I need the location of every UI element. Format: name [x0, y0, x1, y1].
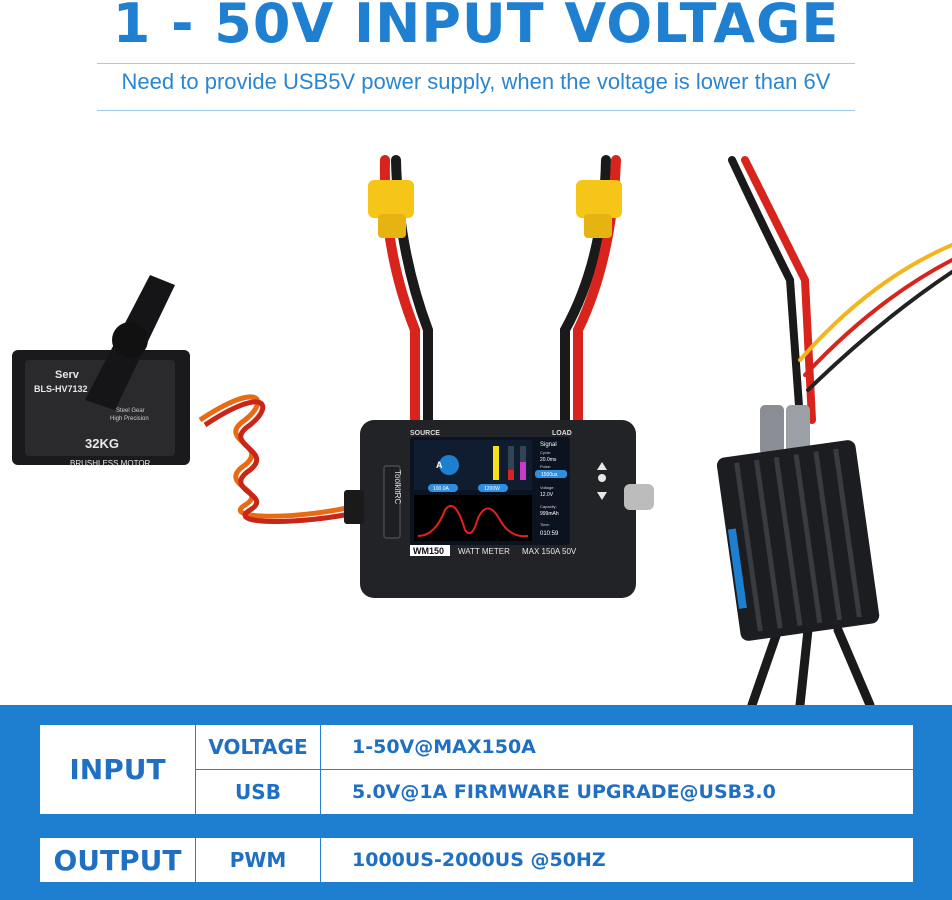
usb-key: USB: [235, 780, 281, 804]
spec-band: INPUT VOLTAGE 1-50V@MAX150A USB 5.0V@1A …: [0, 705, 952, 900]
page-title: 1 - 50V INPUT VOLTAGE: [112, 0, 840, 55]
esc-capacitors: [760, 405, 810, 455]
cycle-value: 20.0ms: [540, 457, 557, 463]
device-screen: [410, 437, 570, 545]
servo-wire: [198, 394, 361, 524]
esc-wires: [728, 156, 952, 705]
output-spec-table: OUTPUT PWM 1000US-2000US @50HZ: [40, 838, 913, 882]
esc-body: [716, 440, 880, 641]
servo-body: [12, 275, 190, 465]
xt-connector-left: [368, 180, 414, 238]
output-divider-2: [320, 838, 321, 882]
capacity-label: Capacity:: [540, 504, 557, 509]
servo-label-1: Serv: [55, 369, 80, 381]
servo-label-5: 32KG: [85, 436, 119, 451]
servo-label-3: Steel Gear: [116, 408, 145, 414]
servo-label-4: High Precision: [110, 416, 149, 422]
brand-label: ToolkitRC: [393, 470, 402, 504]
voltage-value: 12.0V: [540, 492, 554, 498]
pulse-value: 1500us: [541, 472, 558, 478]
cycle-label: Cycle:: [540, 450, 551, 455]
signal-label: Signal: [540, 442, 557, 448]
servo-label-6: BRUSHLESS MOTOR: [70, 459, 151, 468]
gauge-letter: A: [436, 460, 443, 470]
subtitle-bottom-rule: [97, 110, 855, 111]
time-label: Time:: [540, 522, 550, 527]
pwm-value: 1000US-2000US @50HZ: [352, 849, 606, 871]
current-badge: 100.0A: [433, 486, 450, 492]
input-spec-table: INPUT VOLTAGE 1-50V@MAX150A USB 5.0V@1A …: [40, 725, 913, 814]
subtitle-top-rule: [97, 63, 855, 64]
usb-value: 5.0V@1A FIRMWARE UPGRADE@USB3.0: [352, 781, 776, 803]
output-divider-1: [195, 838, 196, 882]
pwm-key: PWM: [229, 848, 287, 872]
time-value: 010:59: [540, 531, 559, 537]
load-label: LOAD: [552, 430, 572, 437]
product-photo: Serv BLS-HV7132 Steel Gear High Precisio…: [12, 155, 952, 705]
xt-connector-right: [576, 180, 622, 238]
rating-label: MAX 150A 50V: [522, 547, 577, 556]
source-label: SOURCE: [410, 430, 440, 437]
servo-label-2: BLS-HV7132: [34, 384, 88, 394]
power-badge: 1200W: [484, 486, 500, 492]
pulse-label: Pulse:: [540, 464, 551, 469]
voltage-label: Voltage:: [540, 485, 554, 490]
model-label: WM150: [413, 546, 444, 556]
description-label: WATT METER: [458, 547, 510, 556]
page-subtitle: Need to provide USB5V power supply, when…: [121, 69, 831, 94]
input-row-divider: [195, 769, 913, 770]
capacity-value: 999mAh: [540, 511, 559, 517]
voltage-value: 1-50V@MAX150A: [352, 736, 536, 758]
input-label: INPUT: [69, 753, 166, 786]
voltage-key: VOLTAGE: [208, 735, 308, 759]
output-label: OUTPUT: [53, 843, 182, 877]
